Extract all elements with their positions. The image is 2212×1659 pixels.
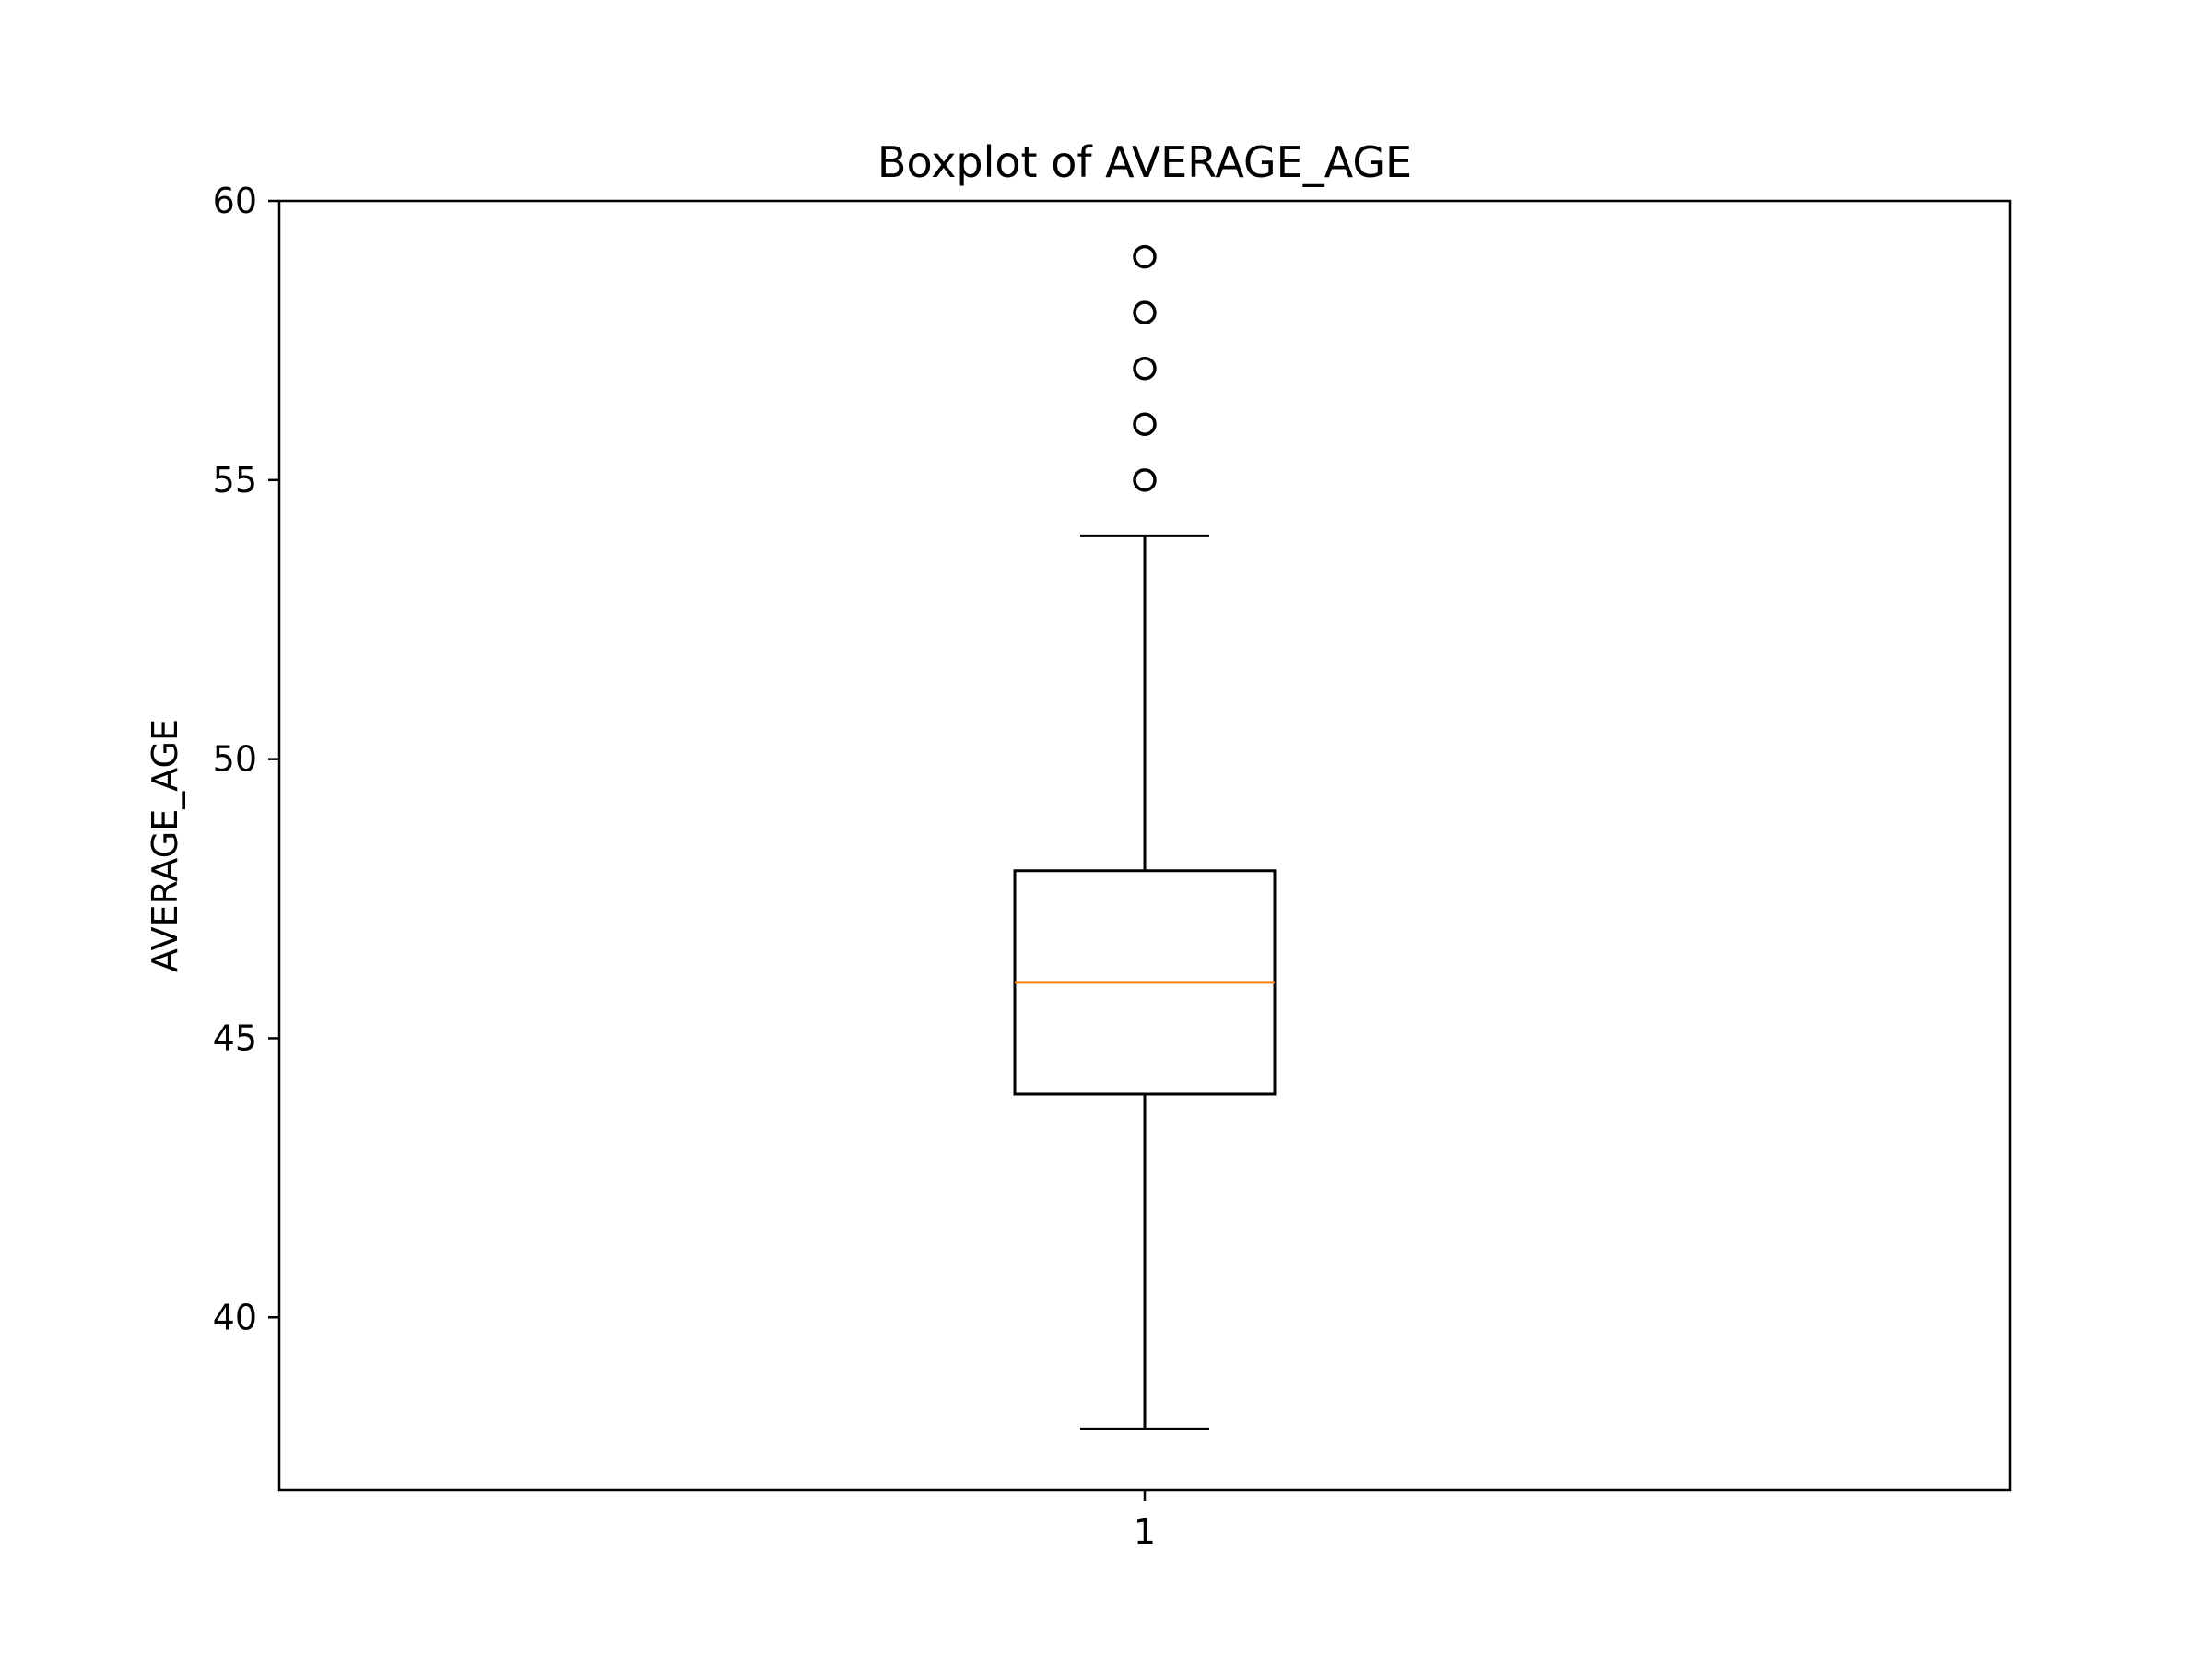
outlier-point xyxy=(1133,412,1157,437)
y-tick-label: 60 xyxy=(213,181,257,221)
y-tick-label: 55 xyxy=(213,460,257,500)
plot-area xyxy=(277,199,2012,1492)
x-tick-label: 1 xyxy=(1134,1512,1156,1552)
outlier-point xyxy=(1133,244,1157,269)
x-axis-ticks: 1 xyxy=(1134,1490,1156,1552)
y-axis-label: AVERAGE_AGE xyxy=(145,719,185,972)
y-axis-ticks: 40 45 50 55 60 xyxy=(213,181,279,1337)
y-tick-label: 45 xyxy=(213,1018,257,1058)
chart-title: Boxplot of AVERAGE_AGE xyxy=(877,137,1412,187)
y-tick-label: 40 xyxy=(213,1297,257,1337)
y-tick-label: 50 xyxy=(213,739,257,780)
outlier-point xyxy=(1133,300,1157,324)
outlier-point xyxy=(1133,468,1157,492)
outlier-point xyxy=(1133,356,1157,381)
